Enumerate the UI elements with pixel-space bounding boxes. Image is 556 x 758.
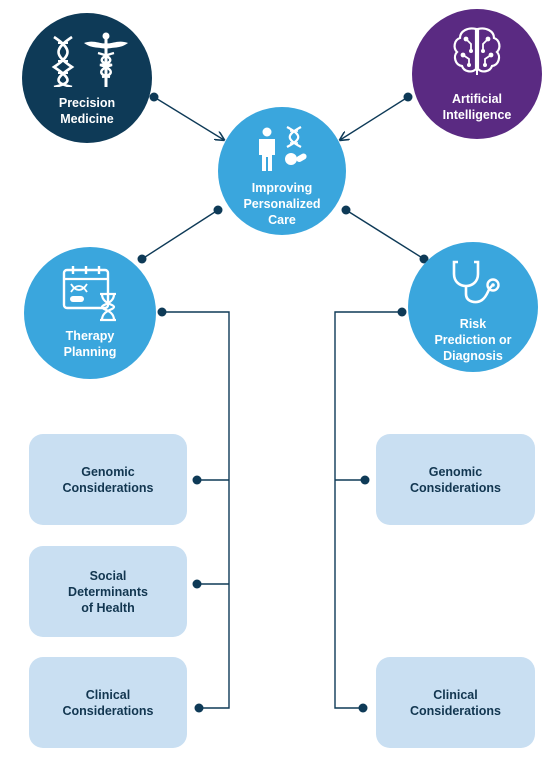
node-risk-prediction: Risk Prediction or Diagnosis: [408, 242, 538, 372]
node-label: Artificial Intelligence: [442, 92, 512, 122]
dot-care-right: [341, 205, 351, 215]
node-label: Precision Medicine: [58, 96, 116, 126]
tree-right: [334, 311, 402, 709]
node-label: Therapy Planning: [63, 329, 117, 359]
box-left-social: Social Determinants of Health: [29, 546, 187, 637]
node-therapy-planning: Therapy Planning: [24, 247, 156, 379]
node-label: Risk Prediction or Diagnosis: [434, 317, 512, 363]
node-label: Improving Personalized Care: [243, 181, 321, 227]
box-label: Clinical Considerations: [62, 687, 154, 718]
arrow-precision-dot: [149, 92, 159, 102]
dot-care-left: [213, 205, 223, 215]
tree-left: [162, 311, 230, 709]
node-artificial-intelligence: Artificial Intelligence: [412, 9, 542, 139]
box-label: Social Determinants of Health: [68, 568, 148, 615]
caduceus-icon: [84, 32, 128, 87]
line-care-to-risk: [345, 209, 425, 260]
line-care-to-therapy: [141, 209, 219, 260]
box-label: Genomic Considerations: [62, 464, 154, 495]
dna-icon: [51, 35, 75, 87]
stethoscope-icon: [452, 260, 500, 304]
dot-therapy-top: [137, 254, 147, 264]
dna-pills-icon: [285, 126, 307, 165]
node-precision-medicine: Precision Medicine: [22, 13, 152, 143]
box-label: Clinical Considerations: [410, 687, 501, 718]
box-right-clinical: Clinical Considerations: [376, 657, 535, 748]
box-label: Genomic Considerations: [410, 464, 501, 495]
arrow-precision-to-care: [153, 96, 224, 140]
node-improving-care: Improving Personalized Care: [218, 107, 346, 235]
box-right-genomic: Genomic Considerations: [376, 434, 535, 525]
calendar-dna-hourglass-icon: [62, 266, 116, 322]
brain-circuit-icon: [453, 27, 501, 75]
box-left-genomic: Genomic Considerations: [29, 434, 187, 525]
arrow-ai-dot: [403, 92, 413, 102]
box-left-clinical: Clinical Considerations: [29, 657, 187, 748]
person-icon: [259, 127, 275, 171]
arrow-ai-to-care: [340, 96, 409, 140]
